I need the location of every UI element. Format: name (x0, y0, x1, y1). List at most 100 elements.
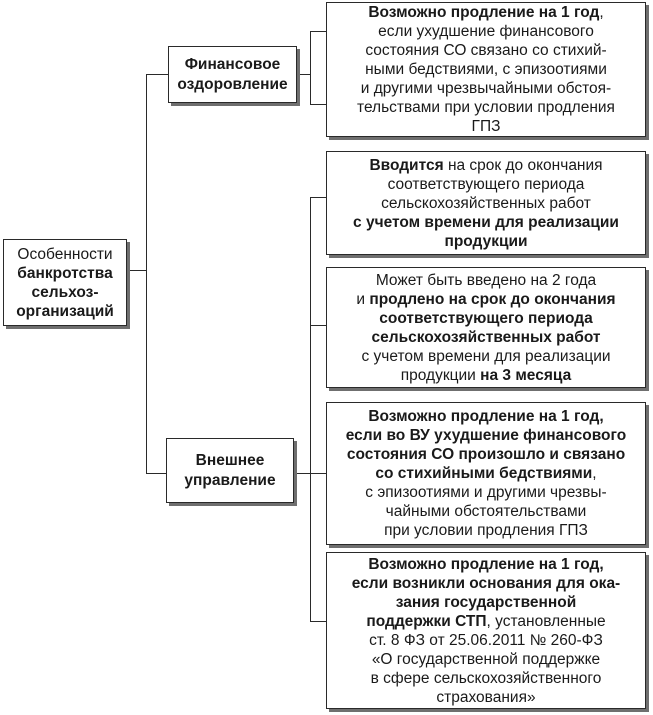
text-run: ными бедствиями, с эпизоотиями (365, 61, 607, 78)
text-line: соответствующего периода (379, 309, 593, 328)
text-run: страхования» (436, 688, 536, 706)
text-run: Возможно продление на 1 год, (368, 555, 604, 573)
text-line: Особенности (17, 245, 112, 264)
text-run: тельствами при условии продления (357, 99, 615, 116)
text-run: поддержки СТП (366, 612, 487, 630)
detail-box-financial-extension: Возможно продление на 1 год,если ухудшен… (326, 2, 646, 137)
text-run: если ухудшение финансового (378, 23, 594, 40)
text-line: поддержки СТП, установленные (366, 612, 605, 631)
text-run: , (592, 465, 597, 482)
text-line: страхования» (436, 688, 535, 707)
text-line: Возможно продление на 1 год, (368, 407, 603, 426)
connector-to-detail-1b (310, 104, 326, 105)
text-line: если возникли основания для ока- (352, 574, 620, 593)
text-run: Особенности (17, 245, 113, 263)
text-run: соответствующего периода (379, 309, 593, 327)
text-run: если возникли основания для ока- (351, 574, 621, 592)
text-line: при условии продления ГПЗ (384, 521, 588, 540)
text-run: если во ВУ ухудшение финансового (345, 427, 627, 444)
text-line: и продлено на срок до окончания (356, 290, 615, 309)
text-line: со стихийными бедствиями, (375, 464, 596, 483)
text-run: сельскохозяйственных работ (381, 194, 591, 212)
text-line: сельхоз- (32, 283, 99, 302)
text-line: с учетом времени для реализации (361, 347, 610, 366)
text-run: банкротства (17, 264, 113, 282)
text-run: сельхоз- (31, 283, 99, 301)
stage-financial-recovery: Финансовое оздоровление (168, 46, 297, 103)
text-line: если ухудшение финансового (378, 22, 594, 41)
connector-root-trunk (128, 270, 146, 271)
text-run: чайными обстоятельствами (385, 503, 587, 520)
connector-to-financial (146, 74, 168, 75)
text-line: соответствующего периода (388, 175, 585, 194)
text-line: Возможно продление на 1 год, (368, 555, 603, 574)
text-run: с эпизоотиями и другими чрезвы- (365, 484, 607, 501)
text-run: Вводится (369, 156, 444, 174)
text-line: зания государственной (396, 593, 577, 612)
text-run: «О государственной поддержке (371, 650, 601, 668)
text-run: Возможно продление на 1 год, (368, 408, 604, 425)
stage-financial-line2: оздоровление (177, 75, 288, 93)
stage-external-line2: управление (184, 471, 276, 489)
text-line: ст. 8 ФЗ от 25.06.2011 № 260-ФЗ (369, 631, 603, 650)
text-run: зания государственной (395, 593, 577, 611)
text-line: банкротства (17, 264, 112, 283)
text-run: со стихийными бедствиями (375, 465, 593, 482)
text-run: соответствующего периода (387, 175, 585, 193)
text-run: продлено на срок до окончания (369, 290, 616, 308)
text-run: на срок до окончания (443, 156, 603, 174)
connector-to-detail-1 (310, 31, 326, 32)
text-run: и (356, 290, 370, 308)
connector-financial-out (297, 74, 311, 75)
connector-left-spine (146, 74, 147, 474)
text-line: состояния СО связано со стихий- (365, 41, 606, 60)
text-line: продукции на 3 месяца (401, 366, 571, 385)
detail-box-state-support: Возможно продление на 1 год,если возникл… (326, 552, 646, 709)
text-run: продукции (444, 232, 528, 250)
connector-to-detail-3 (310, 325, 326, 326)
connector-external-out (294, 473, 310, 474)
text-run: организаций (16, 302, 114, 320)
detail-box-external-extension: Возможно продление на 1 год, если во ВУ у… (326, 402, 646, 545)
text-run: с учетом времени для реализации (361, 347, 611, 365)
text-line: если во ВУ ухудшение финансового (346, 426, 626, 445)
text-run: состояния СО связано со стихий- (365, 42, 607, 59)
text-run: при условии продления ГПЗ (384, 522, 588, 539)
connector-to-external (146, 473, 166, 474)
stage-external-management: Внешнее управление (166, 438, 294, 503)
text-line: в сфере сельскохозяйственного (371, 669, 602, 688)
connector-to-detail-5 (310, 621, 326, 622)
text-run: и другими чрезвычайными обстоя- (360, 80, 612, 97)
connector-external-spine (310, 197, 311, 622)
connector-to-detail-4 (310, 473, 326, 474)
text-run: в сфере сельскохозяйственного (370, 669, 602, 687)
text-run: состояния СО произошло и связано (346, 446, 626, 463)
connector-financial-spine (310, 31, 311, 105)
text-run: , (599, 4, 604, 21)
text-line: чайными обстоятельствами (386, 502, 587, 521)
text-line: Вводится на срок до окончания (369, 156, 602, 175)
text-run: Может быть введено на 2 года (375, 271, 597, 289)
text-run: продукции (400, 366, 481, 384)
text-run: Возможно продление на 1 год (368, 4, 600, 21)
text-line: продукции (444, 232, 527, 251)
text-run: с учетом времени для реализации (353, 213, 619, 231)
text-line: тельствами при условии продления (357, 98, 615, 117)
text-line: с эпизоотиями и другими чрезвы- (365, 483, 606, 502)
text-line: и другими чрезвычайными обстоя- (361, 79, 611, 98)
text-line: состояния СО произошло и связано (347, 445, 625, 464)
text-run: ст. 8 ФЗ от 25.06.2011 № 260-ФЗ (369, 631, 603, 649)
connector-to-detail-2 (310, 197, 326, 198)
text-line: Может быть введено на 2 года (376, 271, 596, 290)
stage-external-line1: Внешнее (195, 451, 265, 469)
text-line: сельскохозяйственных работ (381, 194, 591, 213)
text-line: сельскохозяйственных работ (371, 328, 600, 347)
stage-financial-line1: Финансовое (184, 55, 281, 73)
text-line: «О государственной поддержке (372, 650, 600, 669)
text-line: Возможно продление на 1 год, (368, 3, 603, 22)
text-run: , установленные (486, 612, 606, 630)
text-line: с учетом времени для реализации (353, 213, 619, 232)
